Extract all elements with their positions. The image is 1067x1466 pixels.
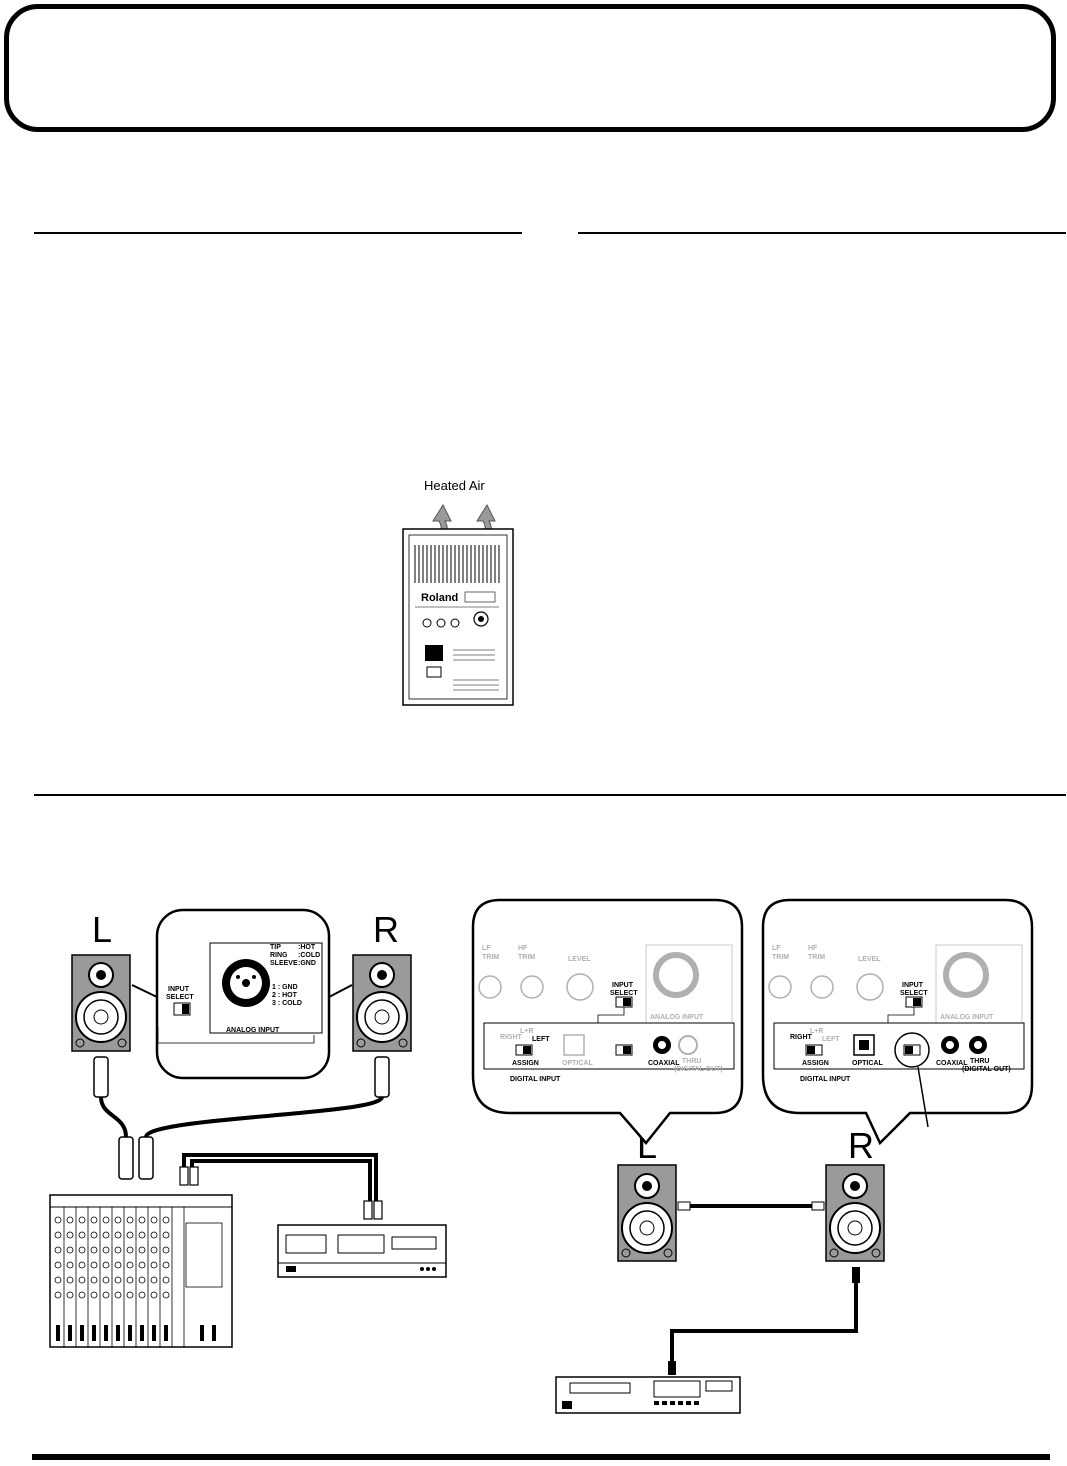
svg-text:OPTICAL: OPTICAL xyxy=(852,1060,883,1067)
section-rule-left xyxy=(34,232,522,234)
roland-logo: Roland xyxy=(421,592,458,604)
svg-text:LEVEL: LEVEL xyxy=(858,956,881,963)
svg-text:SLEEVE: SLEEVE xyxy=(270,960,298,967)
svg-text:INPUT: INPUT xyxy=(612,982,634,989)
digital-right-speaker-icon xyxy=(825,1164,885,1262)
digital-connection-figure: LF TRIM HF TRIM LEVEL ANALOG INPUT INPUT… xyxy=(471,898,1034,1414)
svg-text:1 : GND: 1 : GND xyxy=(272,984,298,991)
svg-text:INPUT: INPUT xyxy=(168,986,190,993)
svg-text:RING: RING xyxy=(270,952,288,959)
svg-text::GND: :GND xyxy=(298,960,316,967)
mixer-icon xyxy=(49,1194,233,1348)
svg-text:TIP: TIP xyxy=(270,944,281,951)
svg-text:ASSIGN: ASSIGN xyxy=(802,1060,829,1067)
svg-text:SELECT: SELECT xyxy=(900,990,928,997)
heated-air-label: Heated Air xyxy=(424,478,485,493)
svg-text:ANALOG INPUT: ANALOG INPUT xyxy=(940,1014,994,1021)
svg-text::HOT: :HOT xyxy=(298,944,316,951)
svg-text:INPUT: INPUT xyxy=(902,982,924,989)
svg-text:(DIGITAL OUT): (DIGITAL OUT) xyxy=(674,1066,723,1073)
svg-text:RIGHT: RIGHT xyxy=(500,1034,523,1041)
svg-text:TRIM: TRIM xyxy=(518,954,535,961)
svg-text:3 : COLD: 3 : COLD xyxy=(272,1000,302,1007)
section-rule-full xyxy=(34,794,1066,796)
svg-text:SELECT: SELECT xyxy=(610,990,638,997)
svg-text:TRIM: TRIM xyxy=(482,954,499,961)
footer-rule xyxy=(32,1454,1050,1460)
svg-text:LF: LF xyxy=(772,945,781,952)
svg-text:ASSIGN: ASSIGN xyxy=(512,1060,539,1067)
svg-text:Roland: Roland xyxy=(421,592,458,604)
right-speaker-icon xyxy=(352,954,412,1052)
svg-text:LEFT: LEFT xyxy=(822,1036,840,1043)
rear-panel-heat-figure: Roland xyxy=(402,503,514,706)
svg-text:COAXIAL: COAXIAL xyxy=(648,1060,680,1067)
svg-text:LEFT: LEFT xyxy=(532,1036,550,1043)
left-speaker-label: L xyxy=(92,909,113,950)
svg-text:LF: LF xyxy=(482,945,491,952)
recorder-icon xyxy=(277,1224,447,1278)
svg-text::COLD: :COLD xyxy=(298,952,320,959)
svg-text:THRU: THRU xyxy=(682,1058,701,1065)
section-rule-right xyxy=(578,232,1066,234)
svg-text:ANALOG INPUT: ANALOG INPUT xyxy=(650,1014,704,1021)
title-frame xyxy=(4,4,1056,132)
svg-text:HF: HF xyxy=(518,945,528,952)
svg-text:TRIM: TRIM xyxy=(808,954,825,961)
svg-text:L+R: L+R xyxy=(810,1028,823,1035)
svg-text:2 : HOT: 2 : HOT xyxy=(272,992,298,999)
left-speaker-icon xyxy=(71,954,131,1052)
svg-text:SELECT: SELECT xyxy=(166,994,194,1001)
svg-text:COAXIAL: COAXIAL xyxy=(936,1060,968,1067)
svg-text:TRIM: TRIM xyxy=(772,954,789,961)
svg-text:HF: HF xyxy=(808,945,818,952)
analog-connection-figure: TIP RING SLEEVE :HOT :COLD :GND 1 : GND … xyxy=(49,908,447,1348)
svg-text:(DIGITAL OUT): (DIGITAL OUT) xyxy=(962,1066,1011,1073)
svg-text:LEVEL: LEVEL xyxy=(568,956,591,963)
svg-text:DIGITAL INPUT: DIGITAL INPUT xyxy=(510,1076,561,1083)
svg-text:ANALOG INPUT: ANALOG INPUT xyxy=(226,1027,280,1034)
svg-text:DIGITAL INPUT: DIGITAL INPUT xyxy=(800,1076,851,1083)
digital-right-speaker-label: R xyxy=(848,1125,874,1166)
right-speaker-label: R xyxy=(373,909,399,950)
svg-text:RIGHT: RIGHT xyxy=(790,1034,813,1041)
svg-text:THRU: THRU xyxy=(970,1058,989,1065)
cd-player-icon xyxy=(555,1376,741,1414)
digital-left-speaker-icon xyxy=(617,1164,677,1262)
svg-text:L+R: L+R xyxy=(520,1028,533,1035)
svg-text:OPTICAL: OPTICAL xyxy=(562,1060,593,1067)
